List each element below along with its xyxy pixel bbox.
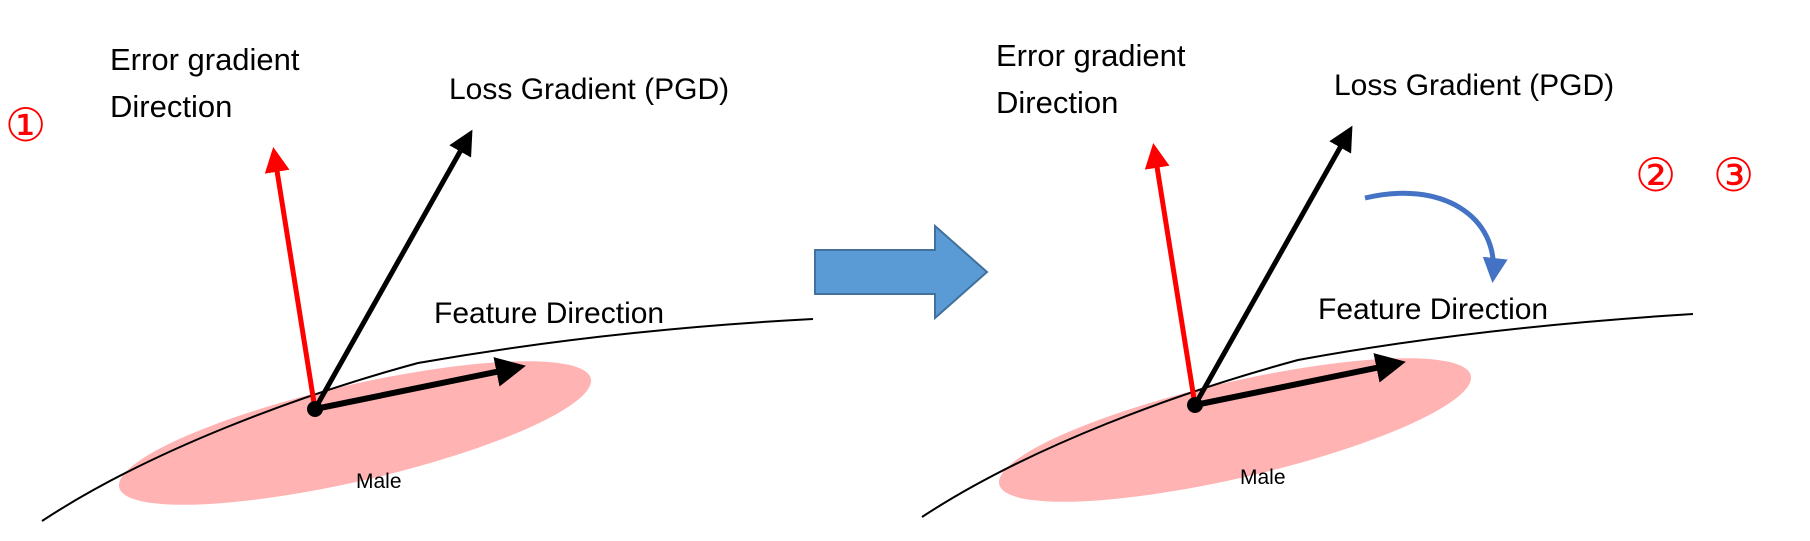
loss-gradient-arrow	[312, 129, 473, 411]
feature-direction-arrow	[1194, 353, 1406, 408]
manifold-curve	[41, 318, 814, 522]
male-region	[118, 361, 592, 505]
error-gradient-arrow	[264, 147, 318, 410]
step-marker-2: ②	[1635, 148, 1676, 202]
error-gradient-label-line1: Error gradient	[996, 38, 1186, 73]
loss-gradient-arrow	[1192, 125, 1353, 407]
feature-direction-label: Feature Direction	[1318, 293, 1548, 326]
error-gradient-label-line1: Error gradient	[110, 42, 300, 77]
origin-point	[307, 401, 323, 417]
error-gradient-label-line2: Direction	[110, 89, 232, 124]
rotation-arrow	[1364, 190, 1508, 283]
loss-gradient-label: Loss Gradient (PGD)	[449, 73, 729, 106]
panel-right: Error gradient Direction Loss Gradient (…	[921, 38, 1754, 518]
feature-direction-arrow	[314, 357, 526, 412]
origin-point	[1187, 397, 1203, 413]
male-region-label: Male	[356, 470, 402, 493]
error-gradient-arrow	[1144, 143, 1198, 406]
feature-direction-label: Feature Direction	[434, 297, 664, 330]
step-marker-3: ③	[1713, 148, 1754, 202]
manifold-curve	[921, 313, 1694, 518]
male-region-label: Male	[1240, 466, 1286, 489]
panel-left: ① Error gradient Direction Loss Gradient…	[5, 42, 814, 522]
step-marker-1: ①	[5, 98, 46, 152]
error-gradient-label-line2: Direction	[996, 85, 1118, 120]
transition-arrow	[814, 223, 989, 321]
male-region	[998, 358, 1472, 502]
loss-gradient-label: Loss Gradient (PGD)	[1334, 69, 1614, 102]
